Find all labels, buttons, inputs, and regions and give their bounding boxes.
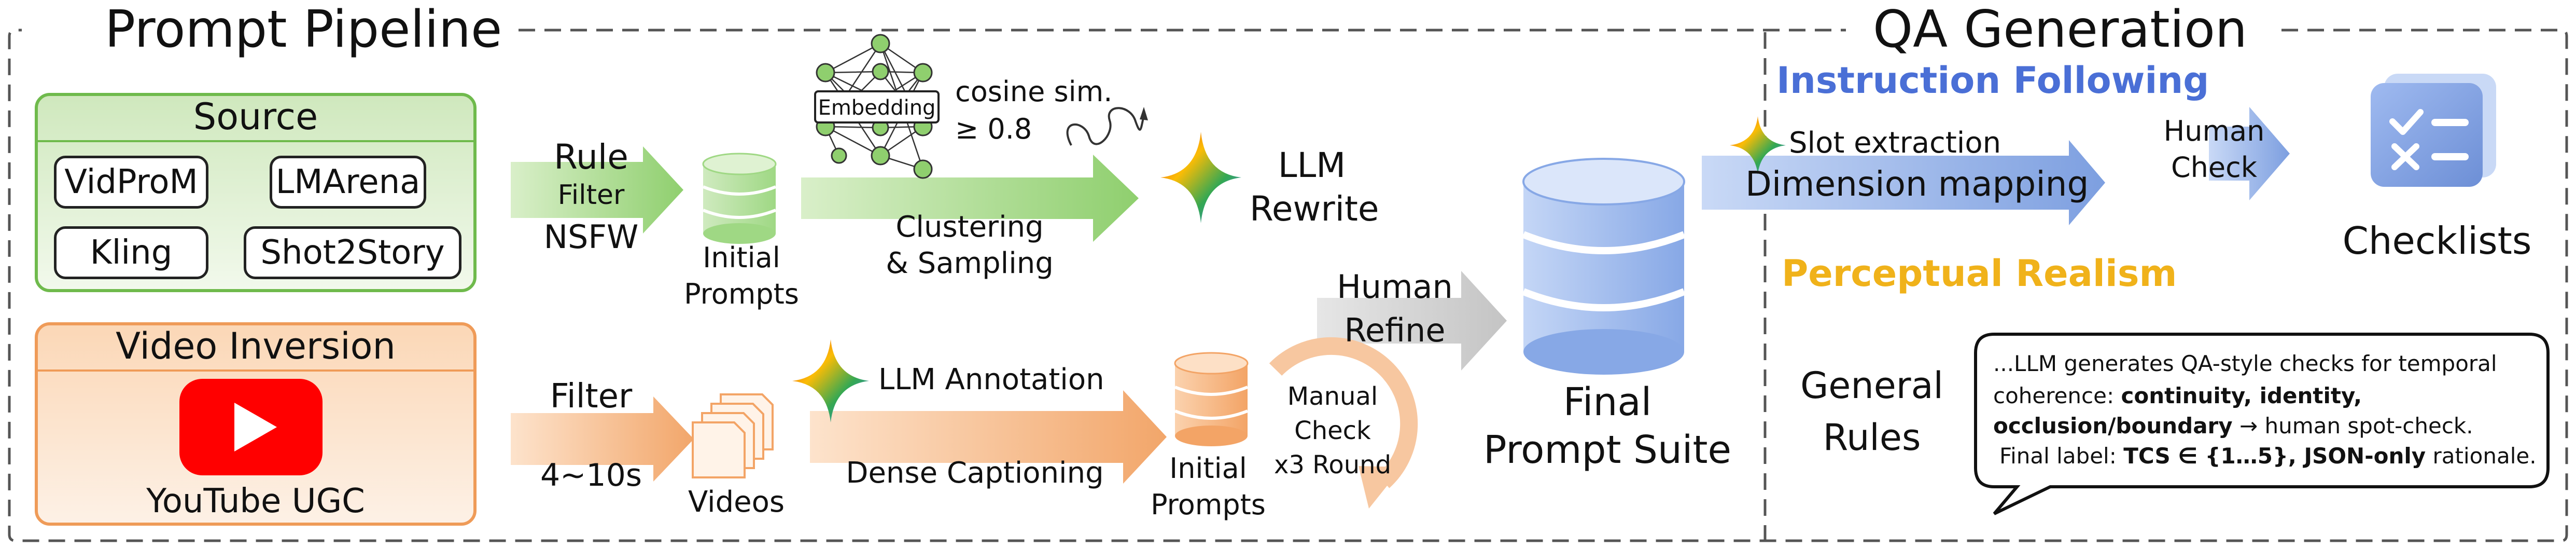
manual-check-loop [1269, 337, 1418, 488]
embedding-network-icon [814, 34, 940, 179]
section-frames [8, 29, 2568, 542]
initial-prompts-bottom-2: Prompts [1151, 488, 1266, 521]
llm-star-icon-annotation [792, 339, 869, 422]
arrow-rule-filter [511, 146, 683, 234]
human-refine-2: Refine [1344, 311, 1446, 349]
dense-captioning-label: Dense Captioning [846, 456, 1104, 490]
filter-label-top: Filter [557, 180, 625, 211]
arrow-human-check [2209, 107, 2290, 200]
bubble-line-3: occlusion/boundary → human spot-check. [1993, 413, 2473, 439]
source-item-lmarena: LMArena [270, 156, 426, 209]
arrow-filter-bottom [511, 396, 694, 482]
youtube-caption: YouTube UGC [146, 482, 365, 520]
rewrite-label: Rewrite [1250, 189, 1379, 229]
rule-label: Rule [554, 137, 628, 177]
title-qa-generation: QA Generation [1873, 0, 2248, 59]
checklists-label: Checklists [2342, 219, 2532, 263]
arrow-clustering [801, 155, 1139, 242]
llm-label: LLM [1278, 145, 1346, 185]
cosine-threshold-label: ≥ 0.8 [955, 113, 1032, 145]
source-item-shot2story: Shot2Story [244, 226, 461, 279]
manual-check-2: Check [1294, 416, 1371, 445]
arrow-dense-captioning [810, 390, 1167, 484]
database-icon-top [702, 153, 777, 244]
source-item-kling: Kling [54, 226, 208, 279]
sampling-label: & Sampling [886, 246, 1054, 280]
prompt-suite-label: Prompt Suite [1483, 428, 1731, 472]
instruction-following-title: Instruction Following [1776, 59, 2209, 102]
llm-annotation-label: LLM Annotation [878, 363, 1104, 396]
filter-label-bottom: Filter [550, 377, 633, 416]
source-title: Source [193, 95, 318, 138]
title-prompt-pipeline: Prompt Pipeline [105, 0, 502, 59]
bubble-line-1: ...LLM generates QA-style checks for tem… [1993, 351, 2497, 376]
youtube-icon [179, 379, 323, 475]
source-item-vidprom: VidProM [54, 156, 208, 209]
slot-extraction-label: Slot extraction [1789, 126, 2001, 160]
initial-prompts-bottom-1: Initial [1169, 452, 1247, 485]
embedding-label: Embedding [818, 96, 936, 120]
nsfw-label: NSFW [543, 218, 639, 256]
videos-stack-icon [692, 393, 774, 478]
bubble-line-4: Final label: TCS ∈ {1…5}, JSON-only rati… [1999, 443, 2537, 469]
bubble-line-2: coherence: continuity, identity, [1993, 383, 2362, 408]
arrow-human-refine [1317, 271, 1507, 371]
manual-check-3: x3 Round [1273, 450, 1392, 480]
human-refine-1: Human [1337, 268, 1453, 306]
llm-star-icon-rewrite [1160, 132, 1241, 223]
human-check-1: Human [2163, 115, 2265, 147]
database-icon-bottom [1174, 352, 1249, 446]
cosine-sim-label: cosine sim. [955, 75, 1113, 108]
perceptual-realism-title: Perceptual Realism [1782, 252, 2177, 295]
videos-label: Videos [688, 485, 785, 519]
squiggle-arrow [1066, 107, 1145, 146]
general-rules-1: General [1800, 364, 1943, 407]
database-icon-final [1522, 158, 1686, 375]
video-inversion-title: Video Inversion [116, 325, 396, 367]
general-rules-2: Rules [1823, 416, 1921, 459]
manual-check-1: Manual [1287, 382, 1378, 411]
initial-prompts-top-1: Initial [703, 241, 780, 274]
clustering-label: Clustering [895, 210, 1044, 244]
human-check-2: Check [2171, 151, 2258, 184]
llm-star-icon-slot [1730, 116, 1786, 174]
final-label: Final [1563, 380, 1652, 424]
speech-bubble [1974, 333, 2550, 515]
duration-label: 4~10s [540, 457, 642, 494]
initial-prompts-top-2: Prompts [684, 278, 799, 310]
checklist-icon [2371, 74, 2496, 187]
dimension-mapping-label: Dimension mapping [1745, 164, 2089, 204]
arrow-dimension-mapping [1702, 140, 2105, 225]
